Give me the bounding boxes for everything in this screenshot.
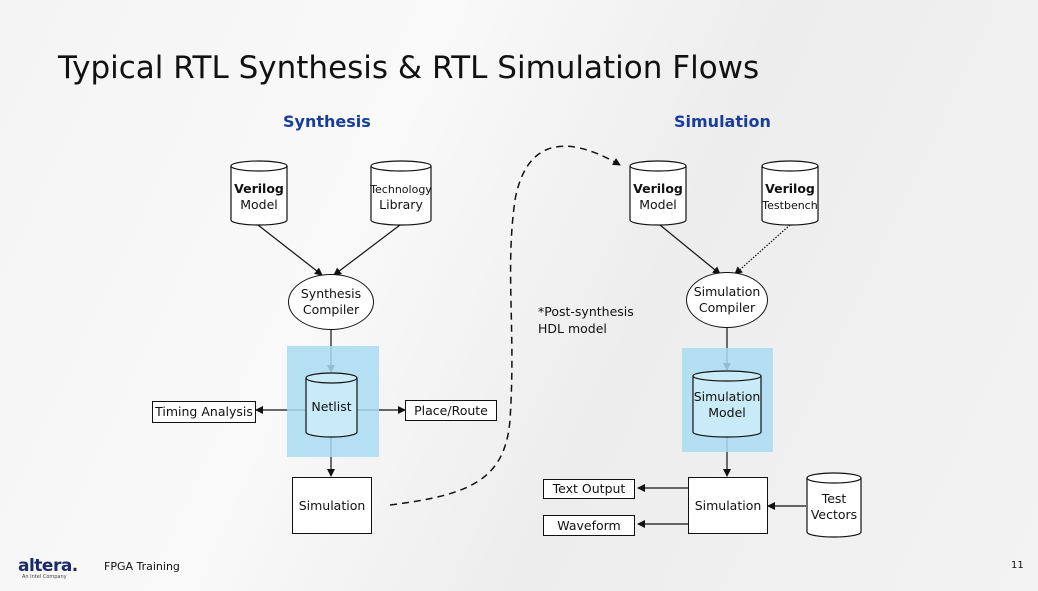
technology-library: Technology Library <box>370 160 432 226</box>
synth-compiler-line1: Synthesis <box>300 285 362 301</box>
netlist-label: Netlist <box>311 399 352 414</box>
place-route-box: Place/Route <box>405 400 497 421</box>
altera-logo-sub: An Intel Company <box>22 574 67 580</box>
sim-verilog-line2: Model <box>639 197 677 213</box>
verilog-testbench: Verilog Testbench <box>761 160 819 226</box>
vectors-line1: Test <box>821 491 847 506</box>
sim-verilog-line1: Verilog <box>633 181 683 196</box>
sim-model-line2: Model <box>708 405 746 421</box>
text-output-box: Text Output <box>543 479 635 499</box>
simulation-heading: Simulation <box>674 112 771 131</box>
cylinder-shape <box>761 160 819 226</box>
vectors-line2: Vectors <box>810 507 858 523</box>
synthesis-compiler: Synthesis Compiler <box>288 274 374 330</box>
waveform-box: Waveform <box>543 515 635 536</box>
edge-simverilog-to-compiler <box>659 224 721 275</box>
synthesis-simulation-box: Simulation <box>292 477 372 534</box>
cylinder-shape <box>230 160 288 226</box>
simulation-model: Simulation Model <box>692 370 762 438</box>
sim-compiler-line1: Simulation <box>693 283 761 299</box>
dashed-flow-curve <box>389 145 621 506</box>
post-synthesis-note: *Post-synthesis HDL model <box>538 304 634 338</box>
cylinder-shape <box>305 372 358 438</box>
syn-verilog-line1: Verilog <box>234 181 284 196</box>
syn-verilog-model: Verilog Model <box>230 160 288 226</box>
timing-analysis-box: Timing Analysis <box>152 401 256 423</box>
cylinder-shape <box>806 472 862 538</box>
syn-verilog-line2: Model <box>240 197 278 213</box>
netlist: Netlist <box>305 372 358 438</box>
edge-techlib-to-synth <box>333 224 401 276</box>
techlib-line1: Technology <box>370 183 432 196</box>
testbench-line1: Verilog <box>765 181 815 196</box>
testbench-line2: Testbench <box>762 199 818 213</box>
cylinder-shape <box>629 160 687 226</box>
simulation-compiler: Simulation Compiler <box>686 272 768 328</box>
techlib-line2: Library <box>379 197 423 213</box>
page-number: 11 <box>1011 560 1024 571</box>
simulation-box: Simulation <box>688 477 768 534</box>
note-line1: *Post-synthesis <box>538 304 634 319</box>
edge-testbench-to-compiler <box>734 224 791 275</box>
altera-logo: altera. <box>18 556 78 576</box>
slide-title: Typical RTL Synthesis & RTL Simulation F… <box>58 50 760 86</box>
note-line2: HDL model <box>538 320 607 336</box>
cylinder-shape <box>370 160 432 226</box>
sim-model-line1: Simulation <box>693 389 761 404</box>
test-vectors: Test Vectors <box>806 472 862 538</box>
sim-compiler-line2: Compiler <box>698 300 756 315</box>
footer-label: FPGA Training <box>104 560 180 573</box>
sim-verilog-model: Verilog Model <box>629 160 687 226</box>
synthesis-heading: Synthesis <box>283 112 371 131</box>
cylinder-shape <box>692 370 762 438</box>
edge-verilog-to-synth <box>257 224 323 276</box>
synth-compiler-line2: Compiler <box>302 302 360 317</box>
